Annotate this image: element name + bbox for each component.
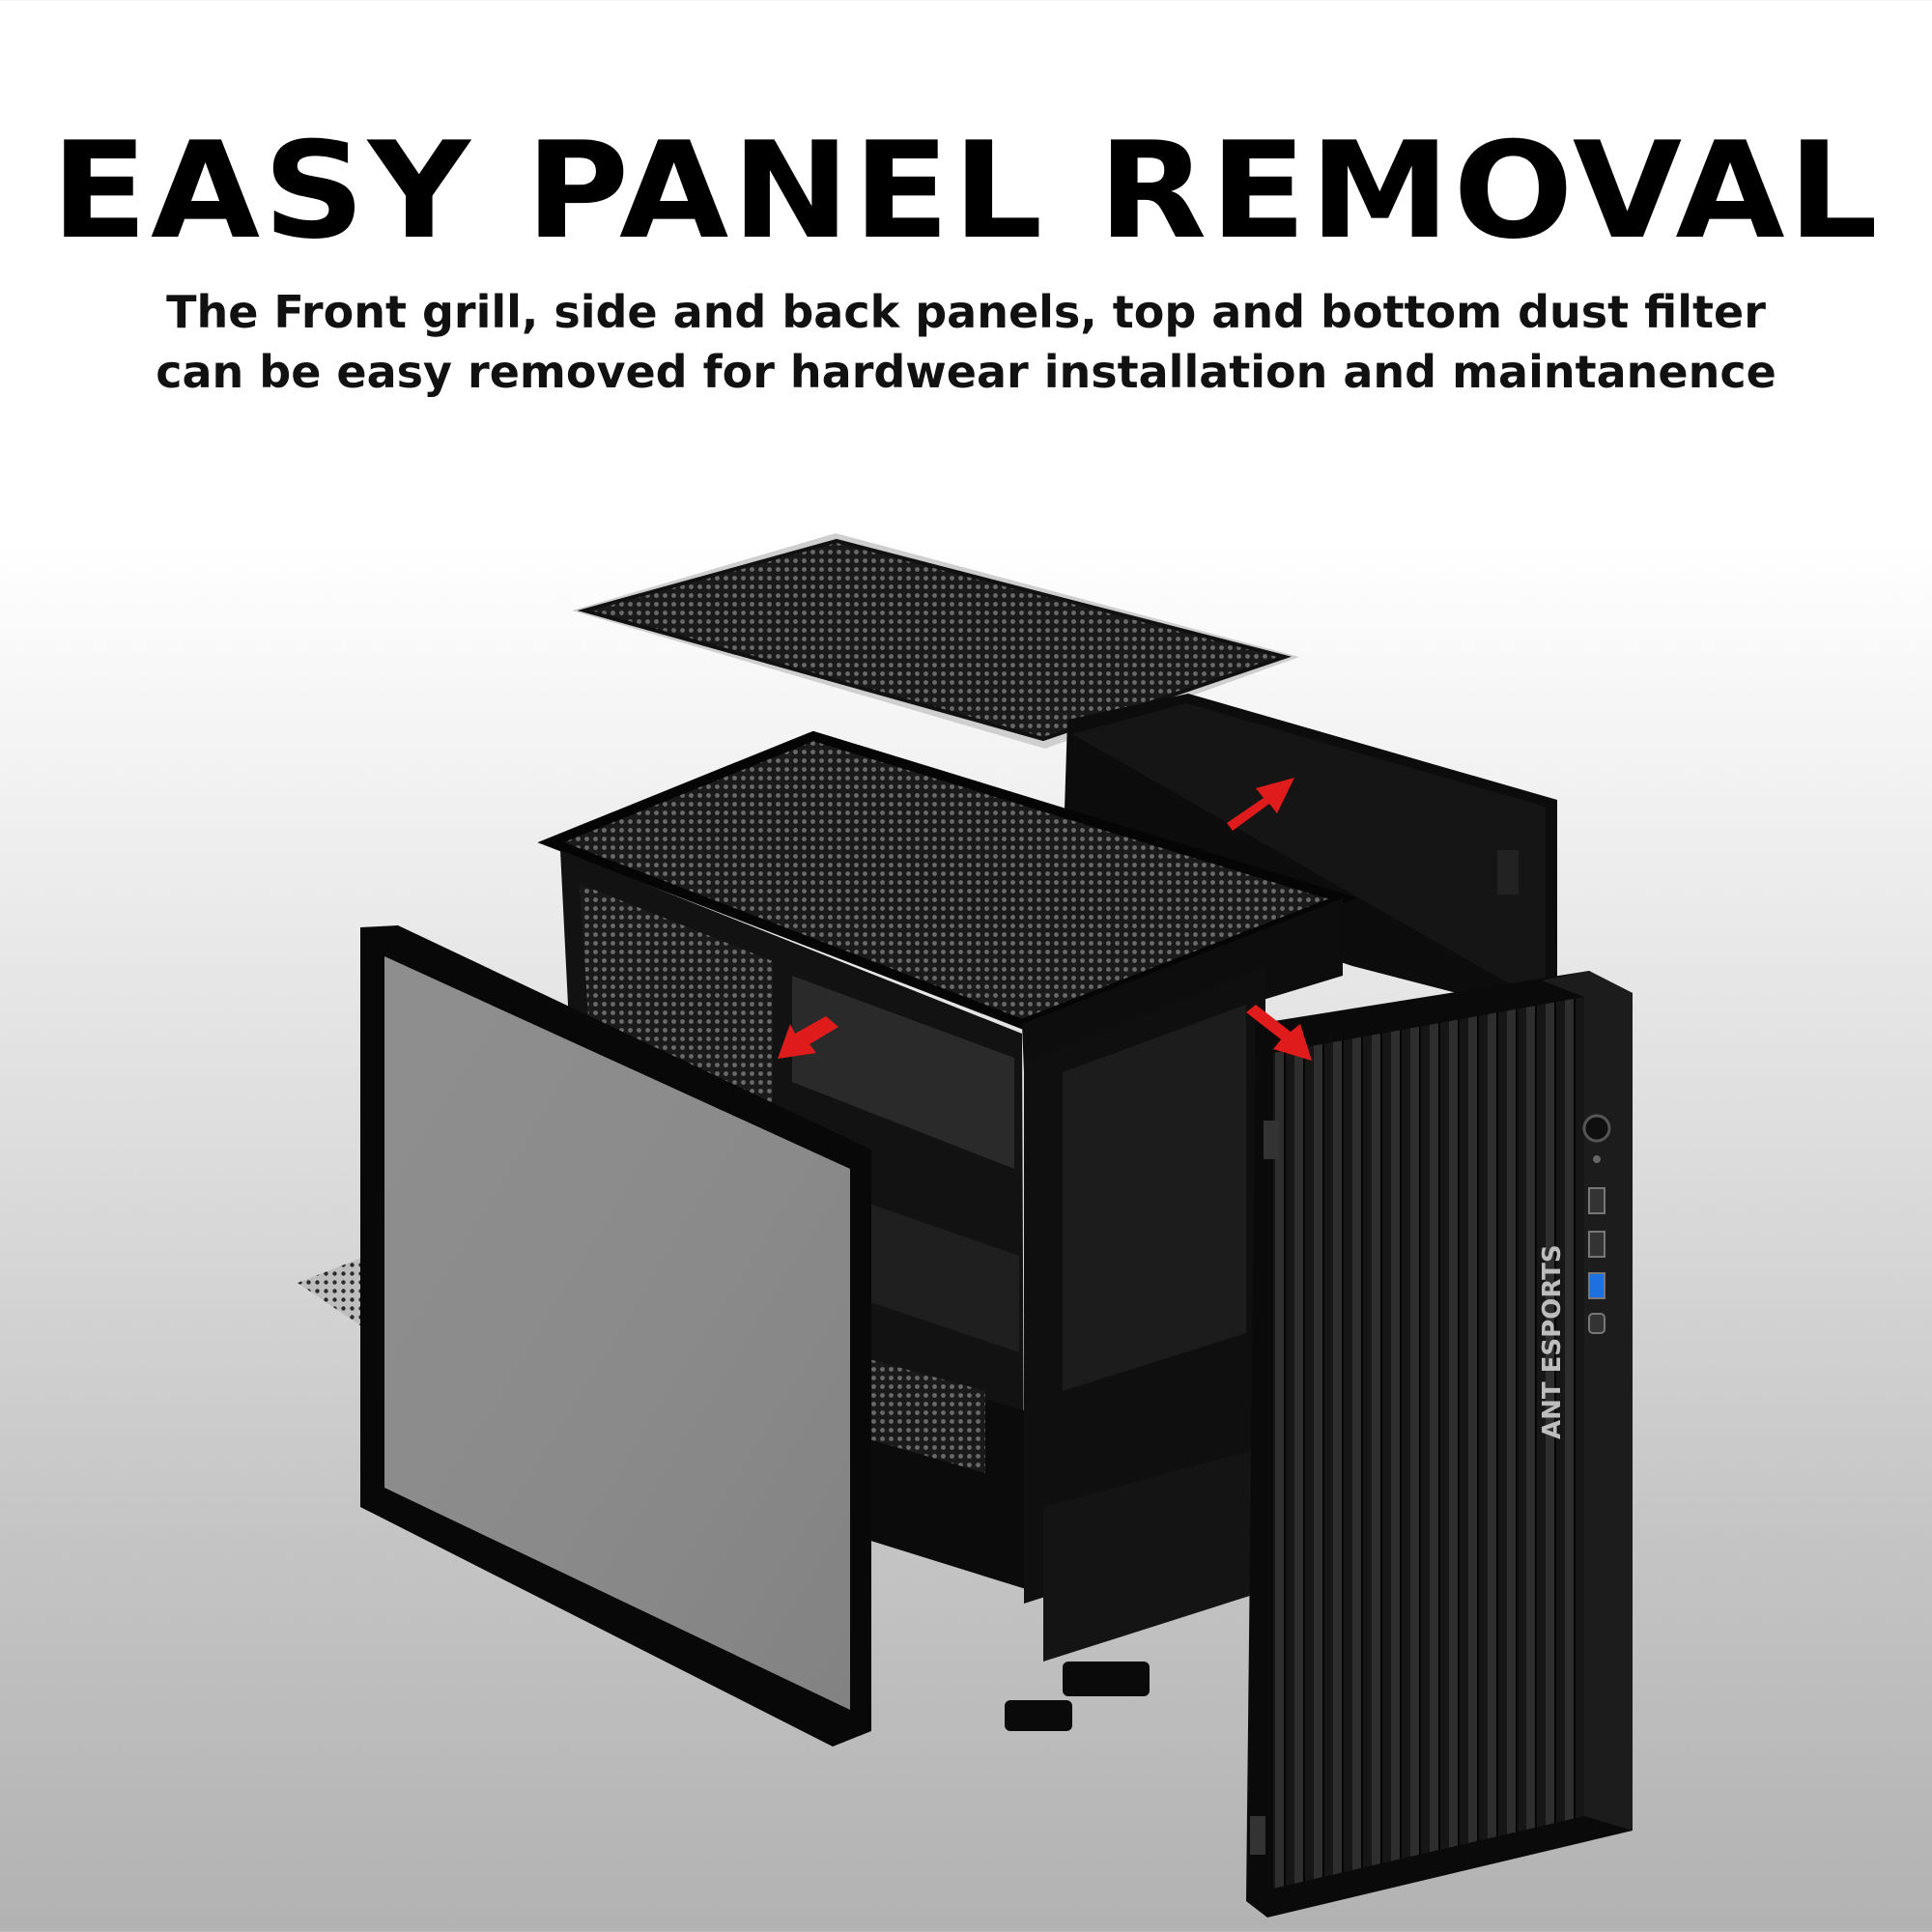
reset-button-icon[interactable] [1593, 1155, 1601, 1163]
top-dust-filter [572, 533, 1299, 749]
removal-arrows [778, 778, 1312, 1061]
usb3-port-icon[interactable] [1588, 1272, 1605, 1299]
subtitle-line-1: The Front grill, side and back panels, t… [166, 286, 1766, 338]
arrow-icon [778, 1016, 838, 1059]
power-button-icon[interactable] [1582, 1114, 1611, 1143]
usb-port-icon[interactable] [1588, 1231, 1605, 1258]
brand-logo-text: ANT ESPORTS [1538, 1244, 1567, 1439]
usb-port-icon[interactable] [1588, 1187, 1605, 1214]
page-title: EASY PANEL REMOVAL [50, 113, 1882, 269]
glass-side-panel [360, 925, 871, 1747]
subtitle-line-2: can be easy removed for hardwear install… [156, 346, 1776, 398]
arrow-icon [1246, 1005, 1312, 1061]
page-subtitle: The Front grill, side and back panels, t… [0, 282, 1932, 402]
back-panel [1063, 694, 1557, 1019]
usb-c-port-icon[interactable] [1588, 1313, 1605, 1334]
front-grill-panel: ANT ESPORTS [1246, 971, 1633, 1918]
arrow-icon [1227, 778, 1294, 831]
